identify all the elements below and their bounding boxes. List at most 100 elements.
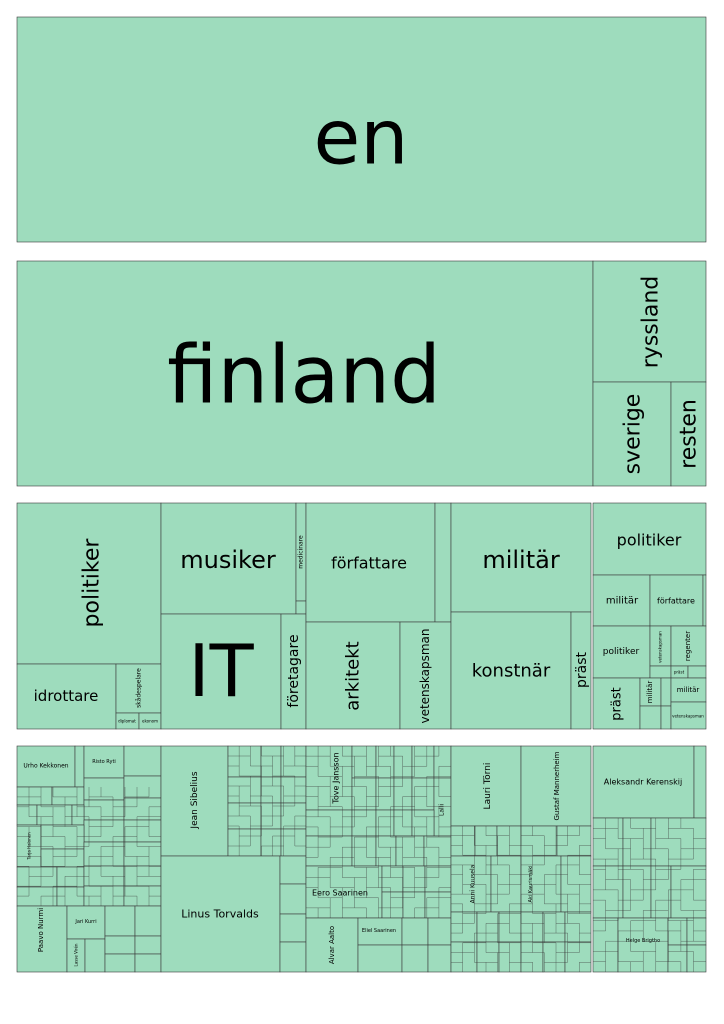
treemap-cell-l3 [649, 574, 704, 627]
treemap-cell-l4 [279, 941, 307, 973]
treemap-cell-l3 [639, 705, 662, 730]
treemap-cell-l4 [381, 865, 404, 893]
treemap-cell-l3 [570, 611, 592, 730]
treemap-label-l3: politiker [617, 531, 682, 550]
treemap-cell-l4 [227, 776, 262, 804]
treemap-cell-l4 [411, 809, 435, 837]
treemap-cell-l4 [123, 775, 162, 799]
treemap-cell-l4 [450, 941, 478, 973]
treemap-cell-l4 [74, 745, 85, 788]
treemap-label-l3: politiker [80, 538, 105, 628]
treemap-cell-l3 [649, 665, 672, 679]
treemap-cell-l4 [375, 835, 397, 867]
treemap-cell-l3 [450, 611, 572, 730]
treemap-label-l3: konstnär [472, 661, 551, 682]
treemap-label-l3: vetenskapsman [658, 631, 663, 663]
treemap-label-en: en [314, 93, 409, 182]
treemap-label-l3: medicinare [298, 535, 305, 569]
treemap-cell-l3 [592, 574, 651, 627]
treemap-cell-l4 [424, 865, 452, 893]
treemap-cell-l4 [520, 825, 558, 857]
treemap-cell-l4 [134, 953, 162, 973]
treemap-cell-l4 [617, 917, 669, 973]
treemap-cell-l4 [375, 809, 395, 837]
treemap-label-l4: Jean Sibelius [190, 771, 200, 829]
treemap-cell-l4 [520, 911, 544, 943]
treemap-cell-l4 [476, 941, 500, 973]
treemap-cell-l4 [51, 786, 85, 806]
treemap-cell-l3 [660, 705, 672, 730]
treemap-cell-l4 [402, 865, 426, 893]
treemap-cell-l4 [16, 866, 58, 888]
treemap-label-l3: musiker [180, 546, 276, 574]
treemap-cell-l3 [592, 625, 651, 679]
treemap-cell-l4 [427, 917, 452, 946]
treemap-cell-ryssland [592, 260, 707, 383]
treemap-cell-l4 [375, 777, 395, 811]
treemap-cell-l4 [560, 855, 592, 913]
treemap-cell-l4 [542, 911, 566, 943]
treemap-label-l4: Urho Kekkonen [23, 763, 68, 770]
treemap-label-l3: författare [657, 597, 695, 606]
treemap-label-l4: Eliel Saarinen [362, 928, 396, 934]
treemap-cell-l3 [592, 502, 707, 576]
treemap-cell-l4 [693, 745, 707, 819]
treemap-cell-resten [670, 381, 707, 487]
treemap-cell-l4 [357, 944, 403, 973]
treemap-cell-l3 [660, 677, 672, 707]
treemap-cell-l4 [134, 905, 162, 937]
treemap-cell-l4 [134, 935, 162, 955]
treemap-cell-sverige [592, 381, 672, 487]
treemap-label-l3: militär [677, 686, 700, 694]
treemap-cell-l4 [496, 825, 522, 857]
treemap-cell-l4 [686, 944, 707, 973]
treemap-label-l4: Linus Torvalds [181, 908, 259, 921]
treemap-label-l3: militär [606, 596, 639, 607]
treemap-cell-l3 [702, 574, 707, 627]
treemap-cell-l4 [84, 938, 106, 973]
treemap-label-l4: Aleksandr Kerenskij [604, 778, 682, 787]
treemap-cell-l4 [83, 819, 125, 843]
treemap-cell-l4 [650, 817, 707, 867]
treemap-cell-l4 [83, 799, 125, 821]
treemap-label-l4: Eero Saarinen [312, 889, 368, 898]
treemap-cell-l4 [160, 855, 281, 973]
treemap-cell-l4 [592, 865, 624, 919]
treemap-cell-l3 [450, 502, 592, 613]
treemap-cell-l4 [351, 809, 377, 837]
treemap-cell-l4 [227, 745, 262, 778]
treemap-cell-l4 [375, 745, 395, 779]
treemap-label-l4: Paavo Nurmi [37, 908, 45, 952]
treemap-cell-l4 [520, 855, 562, 913]
treemap-label-l3: författare [331, 554, 407, 573]
treemap-label-l4: Jari Kurri [74, 919, 96, 925]
treemap-cell-l4 [650, 865, 672, 919]
treemap-cell-l4 [123, 819, 162, 843]
treemap-cell-l4 [520, 941, 544, 973]
treemap-cell-l4 [279, 913, 307, 943]
treemap-cell-l4 [160, 745, 229, 857]
treemap-label-l3: präst [574, 651, 590, 688]
treemap-cell-l4 [393, 809, 413, 837]
treemap-cell-l3 [305, 502, 436, 623]
treemap-label-l3: regenter [684, 631, 692, 661]
treemap-label-sverige: sverige [621, 394, 646, 475]
treemap-cell-l4 [260, 828, 282, 857]
treemap-cell-l4 [411, 777, 435, 811]
treemap-cell-l4 [83, 777, 125, 801]
treemap-cell-l4 [56, 886, 85, 907]
treemap-cell-l4 [40, 848, 85, 868]
treemap-cell-l4 [395, 835, 425, 867]
treemap-cell-l3 [670, 701, 707, 730]
treemap-cell-l4 [498, 941, 522, 973]
treemap-cell-l4 [592, 817, 624, 867]
treemap-cell-l3 [434, 502, 452, 623]
treemap-cell-l4 [351, 745, 377, 779]
treemap-cell-l4 [279, 855, 307, 885]
treemap-label-l4: Anni Kuusela [470, 864, 477, 903]
treemap-label-finland: finland [167, 329, 441, 422]
treemap-cell-l4 [280, 828, 307, 857]
treemap-label-l3: vetenskapsman [672, 714, 704, 719]
treemap-cell-l4 [104, 935, 136, 955]
treemap-cell-l4 [564, 941, 592, 973]
